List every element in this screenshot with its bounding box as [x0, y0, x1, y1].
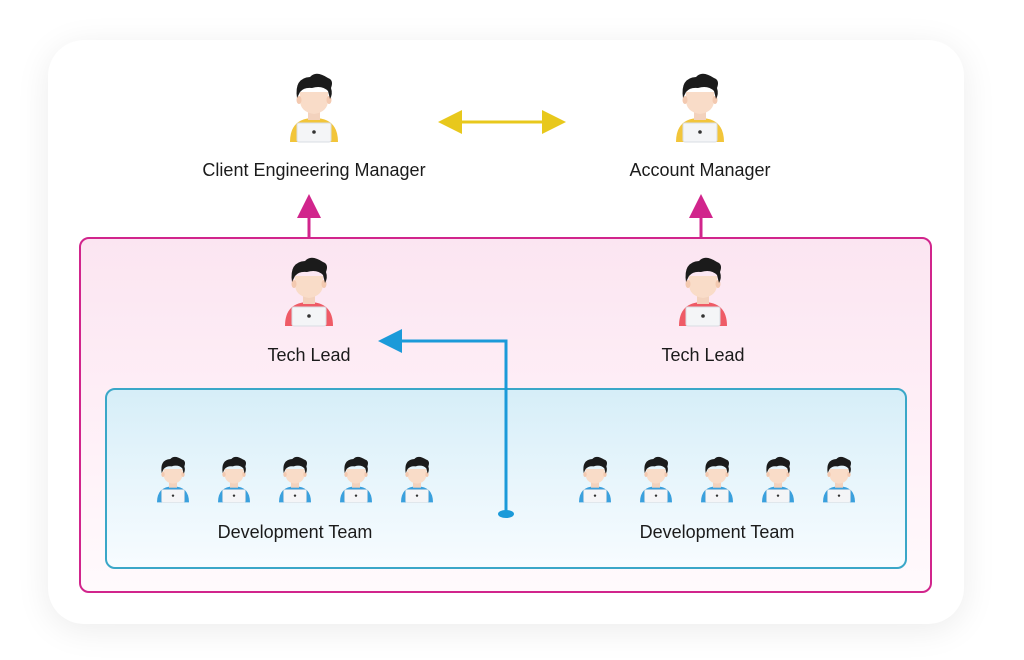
- development-team-label-left: Development Team: [217, 522, 373, 542]
- developer-icon: [214, 453, 254, 505]
- developer-icon: [819, 453, 859, 505]
- tech-lead-label-right: Tech Lead: [661, 345, 745, 365]
- account-manager-icon: [670, 68, 730, 146]
- development-team-label-right: Development Team: [639, 522, 795, 542]
- tech-lead-icon-right: [673, 252, 733, 330]
- developer-icon: [397, 453, 437, 505]
- developer-icon: [636, 453, 676, 505]
- developer-icon: [697, 453, 737, 505]
- developer-icon: [575, 453, 615, 505]
- tech-lead-icon-left: [279, 252, 339, 330]
- team-to-lead-arrow: [378, 329, 508, 512]
- developer-icon: [758, 453, 798, 505]
- tech-lead-label-left: Tech Lead: [267, 345, 351, 365]
- team-to-lead-arrow-origin: [498, 510, 514, 518]
- client-engineering-manager-label: Client Engineering Manager: [202, 160, 426, 180]
- developer-icon: [336, 453, 376, 505]
- account-manager-label: Account Manager: [629, 160, 771, 180]
- client-engineering-manager-icon: [284, 68, 344, 146]
- developer-icon: [153, 453, 193, 505]
- developer-icon: [275, 453, 315, 505]
